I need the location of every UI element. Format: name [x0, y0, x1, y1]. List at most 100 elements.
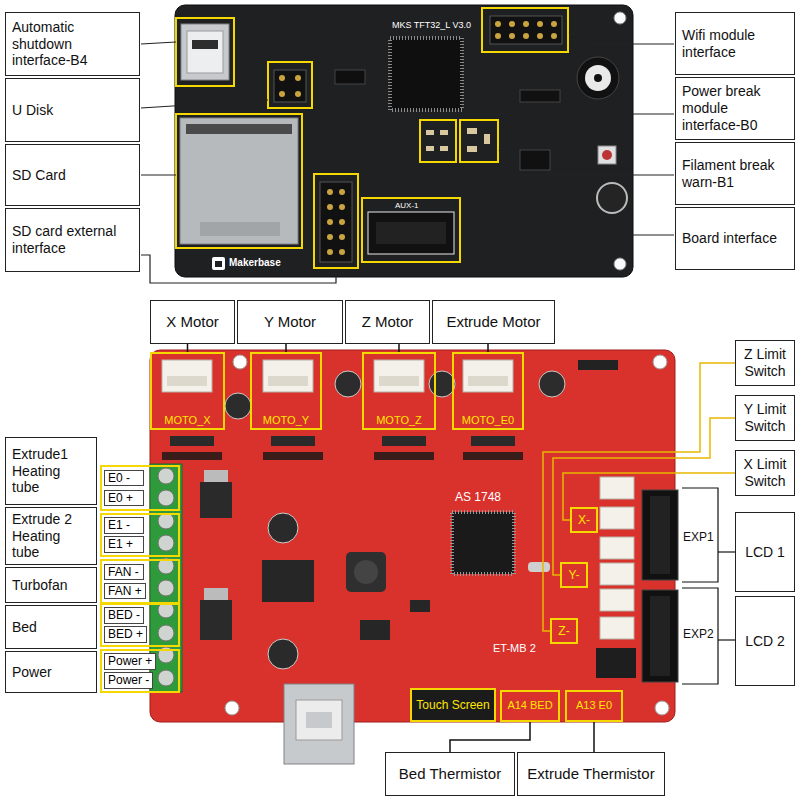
motor-connector — [268, 376, 308, 386]
label-text: Z Motor — [352, 313, 423, 331]
tft-board — [175, 5, 633, 277]
aux-connector — [368, 212, 454, 254]
sd-external-header — [327, 189, 333, 195]
label-text: SD Card — [12, 167, 133, 184]
callout-box: Power — [5, 651, 97, 693]
callout-line — [593, 722, 595, 752]
driver-chip — [170, 436, 214, 446]
maker-logo — [212, 257, 225, 270]
callout-box: Board interface — [675, 207, 795, 270]
label-text: Y Motor — [244, 313, 336, 331]
label-text: Wifi module interface — [682, 27, 788, 61]
wifi-header — [490, 16, 562, 44]
label-text: Bed Thermistor — [392, 765, 508, 783]
board-label: ET-MB 2 — [493, 642, 536, 655]
sd-external-header — [339, 219, 345, 225]
main-board — [233, 355, 247, 369]
bracket — [718, 639, 735, 640]
label-text: MOTO_X — [164, 414, 210, 427]
terminal-label: E0 + — [104, 490, 144, 506]
label-text: Power break module interface-B0 — [682, 83, 788, 133]
callout-box: X Limit Switch — [735, 450, 795, 496]
driver-chip — [463, 452, 523, 460]
wifi-header — [495, 21, 501, 27]
usb-port — [284, 684, 354, 764]
callout-box: Turbofan — [5, 567, 97, 603]
wifi-header — [495, 33, 501, 39]
label-text: Filament break warn-B1 — [682, 157, 788, 191]
wifi-header — [523, 21, 529, 27]
sd-external-header — [320, 182, 352, 262]
sd-external-header — [339, 234, 345, 240]
motor-connector — [468, 376, 508, 386]
board-label: EXP2 — [683, 627, 714, 641]
terminal-block — [158, 513, 174, 529]
wifi-header — [509, 21, 515, 27]
aux-connector — [368, 212, 454, 254]
chip — [528, 562, 550, 572]
label-text: Z Limit Switch — [742, 346, 788, 380]
callout-box: Z Motor — [345, 300, 430, 344]
connector-highlight: MOTO_Y — [250, 352, 322, 430]
tft-board — [614, 12, 626, 24]
wifi-header — [537, 21, 543, 27]
connector-highlight: A14 BED — [500, 690, 560, 722]
label-text: MOTO_Z — [376, 414, 422, 427]
callout-box: Filament break warn-B1 — [675, 142, 795, 205]
leader-line — [141, 100, 268, 108]
callout-box: LCD 1 — [735, 512, 795, 592]
small-parts — [440, 130, 448, 135]
label-text: LCD 1 — [742, 544, 788, 561]
board-label: AS 1748 — [455, 490, 501, 504]
callout-box: SD Card — [5, 144, 140, 206]
sd-card-slot — [180, 118, 298, 244]
capacitor — [268, 513, 298, 543]
regulator — [204, 470, 228, 484]
regulator — [200, 600, 232, 640]
terminal-label: Power - — [104, 672, 153, 688]
lcd-header — [642, 590, 678, 682]
limit-connector — [600, 617, 634, 639]
limit-connector — [600, 589, 634, 611]
pin-header — [295, 91, 301, 97]
terminal-block — [158, 490, 174, 506]
tft-board — [614, 258, 626, 270]
pin-header — [279, 75, 285, 81]
callout-line — [553, 418, 735, 575]
connector-highlight: MOTO_Z — [362, 352, 436, 430]
label-text: X Limit Switch — [742, 456, 788, 490]
small-parts — [520, 150, 550, 170]
driver-chip — [162, 452, 222, 460]
label-text: Extrude Thermistor — [524, 765, 658, 783]
bracket — [682, 588, 718, 684]
sd-external-header — [327, 234, 333, 240]
terminal-label: BED - — [104, 607, 144, 623]
callout-box: Bed Thermistor — [385, 752, 515, 796]
limit-connector — [600, 477, 634, 639]
usb-port — [181, 24, 229, 80]
chip — [596, 648, 636, 678]
highlight-frame — [362, 198, 460, 262]
chip — [410, 600, 430, 612]
leader-line — [569, 32, 674, 44]
chip — [360, 360, 636, 678]
highlight-frame — [268, 62, 312, 108]
limit-connector — [600, 477, 634, 499]
wifi-header — [490, 16, 562, 44]
label-text: Power — [12, 664, 90, 681]
inductor — [346, 552, 386, 592]
callout-box: Z Limit Switch — [735, 340, 795, 386]
pin-header — [274, 70, 306, 102]
highlight-frame — [176, 18, 234, 86]
regulator — [200, 470, 314, 640]
label-text: Extrude Motor — [439, 313, 548, 331]
lcd-header — [650, 596, 670, 676]
label-text: Y Limit Switch — [742, 401, 788, 435]
chip — [390, 38, 462, 110]
buzzer — [594, 74, 602, 82]
callout-box: Extrude Thermistor — [517, 752, 665, 796]
wifi-header — [509, 33, 515, 39]
capacitor — [539, 371, 565, 397]
sd-external-header — [327, 204, 333, 210]
callout-box: U Disk — [5, 78, 140, 142]
